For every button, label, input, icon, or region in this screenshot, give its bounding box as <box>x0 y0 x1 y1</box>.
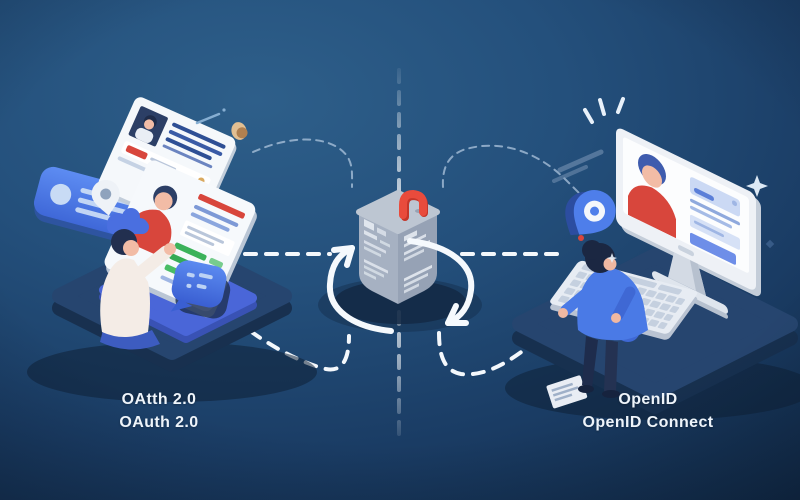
right-person <box>558 240 648 398</box>
star-icon <box>746 175 768 197</box>
caption-oauth: OAtth 2.0 OAuth 2.0 <box>49 388 269 434</box>
paper-sheet <box>546 375 588 409</box>
deco-dot <box>222 108 226 112</box>
location-pin-icon <box>91 180 120 216</box>
right-person-face <box>603 257 617 271</box>
caption-oauth-line1: OAtth 2.0 <box>121 391 197 408</box>
left-person-hand <box>164 243 176 255</box>
dashed-hook-left <box>232 317 351 372</box>
right-person-body <box>577 267 648 341</box>
speed-line <box>552 165 588 183</box>
cloud-icon <box>107 208 149 235</box>
caption-oauth-line2: OAuth 2.0 <box>119 414 199 431</box>
deco-diamond <box>765 239 775 249</box>
left-person-face <box>123 240 139 256</box>
left-ground-shadow <box>27 342 317 402</box>
shield-pin-icon <box>565 189 616 236</box>
left-scene <box>27 97 317 402</box>
sparkle-icon <box>607 253 617 263</box>
speed-line <box>557 149 604 173</box>
screen-profile <box>628 153 740 265</box>
left-person <box>100 229 176 350</box>
deco-line <box>195 112 221 125</box>
chat-bubble-icon <box>170 260 231 319</box>
thin-curve-left <box>252 138 354 188</box>
sparkle-icon <box>583 97 625 124</box>
server-left-face-text <box>364 218 390 280</box>
coin-icon <box>231 122 248 140</box>
server-handle <box>399 189 427 219</box>
server-icon <box>356 189 440 304</box>
red-accent-dot <box>578 235 584 241</box>
thin-curve-right <box>441 144 594 208</box>
caption-openid-line1: OpenID <box>618 391 678 408</box>
caption-openid: OpenID OpenID Connect <box>538 388 758 434</box>
right-scene <box>505 97 800 420</box>
toast-avatar-dot <box>50 183 72 205</box>
caption-openid-line2: OpenID Connect <box>582 414 714 431</box>
sync-arrows-icon <box>326 238 475 334</box>
center-scene <box>318 189 482 334</box>
